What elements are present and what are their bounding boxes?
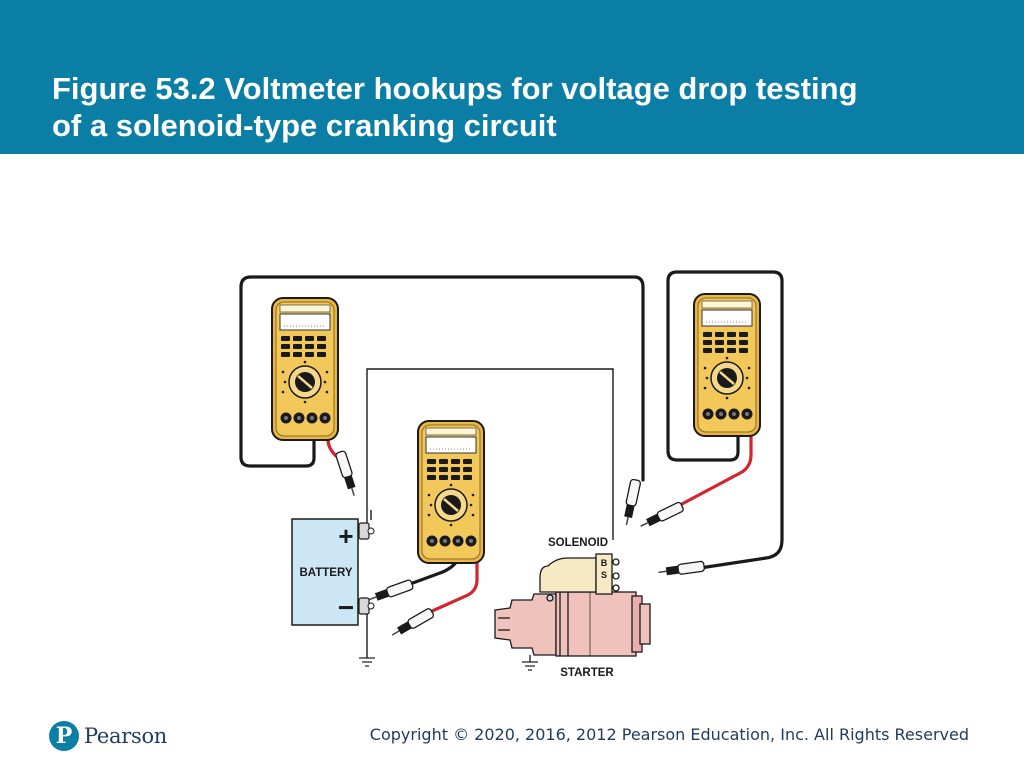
solenoid-icon — [539, 553, 620, 595]
battery-cable — [366, 368, 614, 540]
multimeter-solenoid — [692, 292, 762, 438]
multimeter-battery-positive — [270, 296, 340, 442]
ground-icon — [359, 657, 375, 667]
title-line-2: of a solenoid-type cranking circuit — [52, 108, 557, 143]
page-title: Figure 53.2 Voltmeter hookups for voltag… — [52, 70, 982, 144]
battery-positive-sign: + — [338, 521, 353, 551]
pearson-logo-icon: P — [49, 721, 79, 751]
solenoid-terminal-b: B — [601, 558, 608, 568]
copyright-notice: Copyright © 2020, 2016, 2012 Pearson Edu… — [369, 725, 969, 744]
starter-label: STARTER — [560, 667, 614, 679]
multimeter-battery-negative — [416, 419, 486, 565]
solenoid-label: SOLENOID — [548, 537, 608, 549]
ground-icon — [522, 661, 538, 671]
pearson-logo-text: Pearson — [84, 724, 168, 748]
solenoid-terminal-s: S — [601, 570, 607, 580]
pearson-logo: P Pearson — [49, 718, 167, 754]
battery-label: BATTERY — [299, 567, 352, 579]
title-line-1: Figure 53.2 Voltmeter hookups for voltag… — [52, 71, 858, 106]
battery-icon — [291, 518, 375, 667]
battery-negative-sign: − — [338, 592, 354, 623]
starter-motor-icon — [494, 591, 651, 671]
header-bar: Figure 53.2 Voltmeter hookups for voltag… — [0, 0, 1024, 154]
